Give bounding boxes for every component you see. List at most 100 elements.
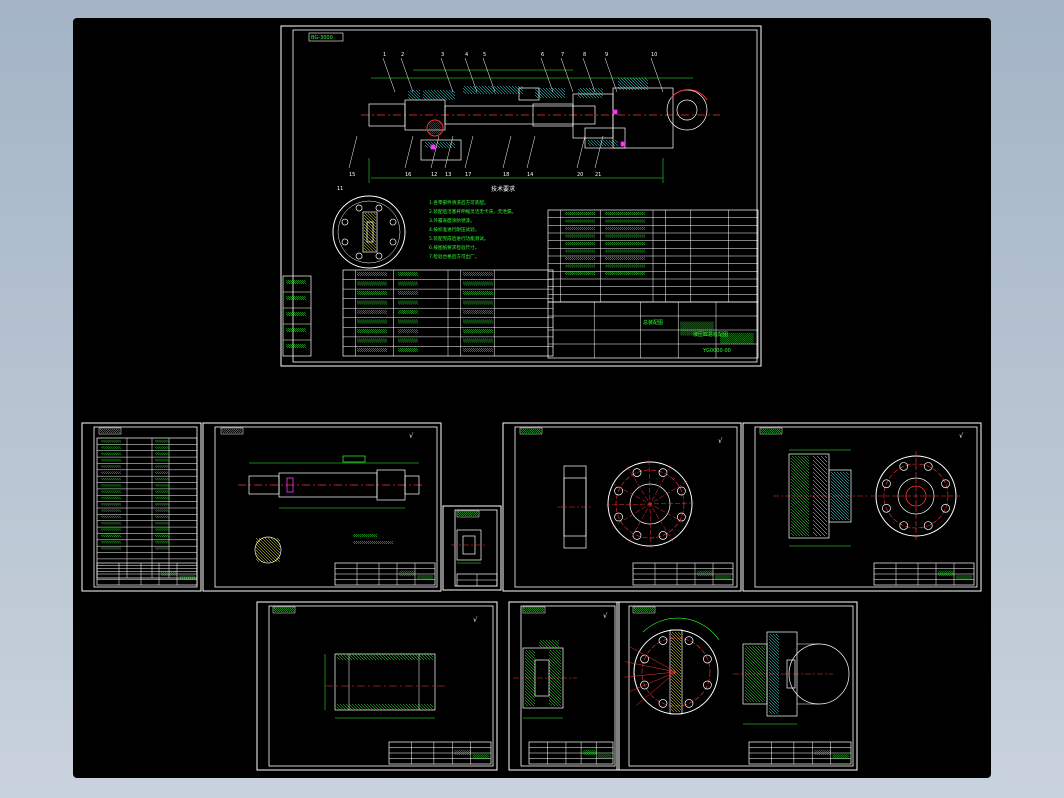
cad-stroke bbox=[116, 502, 120, 506]
cad-stroke bbox=[448, 141, 456, 149]
cad-stroke bbox=[115, 428, 121, 434]
cad-stroke bbox=[110, 540, 114, 544]
cad-stroke bbox=[120, 509, 122, 510]
cad-stroke bbox=[114, 465, 118, 468]
cad-stroke bbox=[623, 226, 628, 231]
cad-stroke bbox=[407, 300, 413, 305]
cad-stroke bbox=[812, 515, 828, 531]
cad-stroke bbox=[585, 234, 590, 238]
cad-stroke bbox=[372, 328, 378, 334]
cad-circle bbox=[658, 531, 668, 540]
cad-stroke bbox=[744, 677, 766, 699]
cad-outline bbox=[98, 427, 122, 435]
cad-stroke bbox=[526, 428, 532, 434]
cad-stroke bbox=[283, 607, 289, 613]
cad-stroke bbox=[472, 300, 478, 305]
cad-stroke bbox=[110, 528, 114, 531]
cad-stroke bbox=[581, 234, 586, 238]
cad-circle bbox=[614, 512, 623, 522]
cad-stroke bbox=[168, 496, 170, 498]
cad-stroke bbox=[639, 256, 644, 261]
cad-circle bbox=[426, 119, 444, 137]
cad-stroke bbox=[448, 89, 456, 97]
cad-stroke bbox=[643, 211, 646, 214]
cad-stroke bbox=[369, 540, 374, 545]
cad-stroke bbox=[407, 347, 413, 353]
cad-stroke bbox=[398, 574, 402, 577]
cad-stroke bbox=[287, 343, 293, 349]
cad-stroke bbox=[428, 125, 438, 135]
cad-stroke bbox=[768, 707, 776, 715]
cad-stroke bbox=[602, 139, 610, 147]
cad-stroke bbox=[160, 546, 164, 550]
end-cap-sheet[interactable]: √ bbox=[742, 422, 982, 592]
cad-stroke bbox=[106, 446, 110, 449]
cad-stroke bbox=[106, 439, 110, 443]
cad-stroke bbox=[633, 211, 638, 216]
cad-annotation: 10 bbox=[651, 52, 657, 58]
cad-stroke bbox=[166, 452, 170, 456]
cad-stroke bbox=[405, 338, 411, 343]
cad-stroke bbox=[593, 749, 597, 753]
cad-stroke bbox=[120, 515, 122, 517]
cylinder-barrel-sheet[interactable]: √ bbox=[256, 601, 498, 771]
cad-stroke bbox=[611, 139, 619, 147]
flange-sheet[interactable]: √ bbox=[502, 422, 742, 592]
cad-stroke bbox=[106, 465, 110, 468]
rear-cap-sheet[interactable] bbox=[616, 601, 858, 771]
cad-stroke bbox=[468, 347, 474, 353]
cad-stroke bbox=[295, 343, 301, 349]
cad-circle bbox=[882, 503, 891, 513]
cad-stroke bbox=[362, 319, 368, 324]
cad-outline bbox=[256, 601, 498, 771]
cad-stroke bbox=[635, 211, 640, 216]
cad-stroke bbox=[734, 332, 747, 345]
cad-stroke bbox=[168, 546, 170, 548]
cad-stroke bbox=[468, 749, 471, 752]
cad-stroke bbox=[384, 338, 388, 341]
cad-stroke bbox=[670, 678, 682, 690]
cad-stroke bbox=[569, 256, 574, 261]
cad-stroke bbox=[704, 321, 714, 332]
cad-stroke bbox=[156, 540, 160, 544]
cad-stroke bbox=[192, 574, 196, 578]
cad-outline bbox=[81, 422, 202, 592]
cad-stroke bbox=[564, 227, 568, 231]
cad-stroke bbox=[106, 521, 110, 525]
cad-stroke bbox=[362, 309, 368, 315]
cad-stroke bbox=[114, 546, 118, 550]
cad-stroke bbox=[812, 503, 828, 519]
cad-stroke bbox=[524, 684, 536, 696]
cad-stroke bbox=[356, 319, 362, 324]
cad-stroke bbox=[106, 471, 110, 475]
cad-circle bbox=[355, 204, 363, 212]
cad-stroke bbox=[403, 328, 409, 334]
cad-stroke bbox=[524, 666, 536, 678]
cad-stroke bbox=[567, 271, 572, 276]
cad-stroke bbox=[361, 533, 366, 538]
cad-stroke bbox=[299, 311, 305, 317]
cad-stroke bbox=[351, 703, 359, 711]
cad-stroke bbox=[768, 659, 780, 671]
small-part-sheet[interactable] bbox=[442, 505, 502, 591]
bom-sheet[interactable] bbox=[81, 422, 202, 592]
cad-stroke bbox=[604, 242, 608, 246]
piston-sheet[interactable]: √ bbox=[508, 601, 620, 771]
cad-stroke bbox=[120, 439, 122, 441]
cad-stroke bbox=[531, 607, 537, 613]
cad-stroke bbox=[615, 241, 620, 246]
cad-stroke bbox=[581, 271, 586, 276]
cad-stroke bbox=[720, 341, 723, 345]
piston-rod-sheet[interactable]: √ bbox=[202, 422, 442, 592]
cad-stroke bbox=[790, 511, 810, 531]
cad-stroke bbox=[589, 226, 594, 231]
cad-stroke bbox=[605, 753, 611, 759]
cad-stroke bbox=[619, 234, 624, 238]
cad-stroke bbox=[364, 338, 370, 343]
cad-stroke bbox=[106, 452, 110, 456]
cad-stroke bbox=[478, 271, 484, 277]
cad-stroke bbox=[166, 515, 170, 519]
